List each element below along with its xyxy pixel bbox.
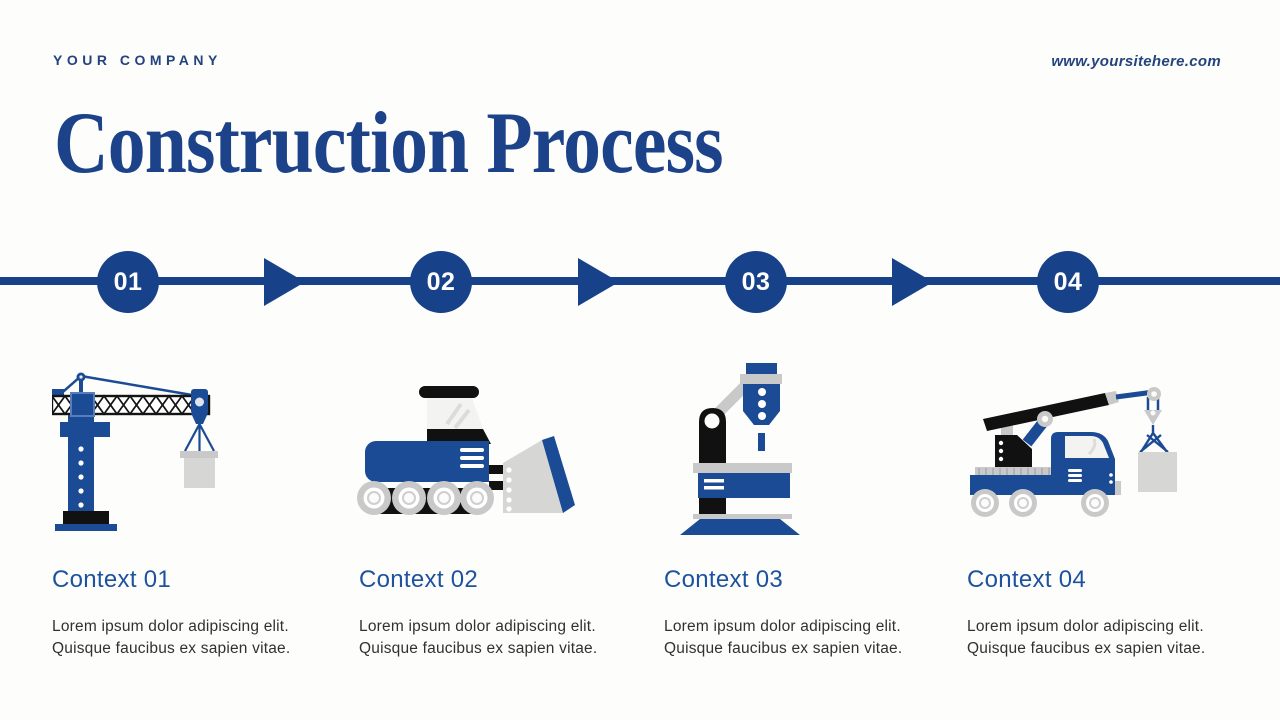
context-body-line: Quisque faucibus ex sapien vitae.: [967, 640, 1206, 657]
context-block-4: Context 04 Lorem ipsum dolor adipiscing …: [967, 566, 1267, 660]
crane-truck-icon: [970, 387, 1177, 517]
context-heading: Context 03: [664, 566, 784, 593]
arrow-right-icon: [578, 258, 619, 306]
pile-driver-icon: [680, 363, 800, 535]
tower-crane-icon: [52, 372, 218, 531]
timeline-step-1-circle: 01: [97, 251, 159, 313]
website-url: www.yoursitehere.com: [1051, 53, 1221, 70]
company-name: YOUR COMPANY: [53, 52, 222, 68]
context-heading: Context 01: [52, 566, 172, 593]
context-body: Lorem ipsum dolor adipiscing elit. Quisq…: [664, 616, 964, 660]
timeline-step-3-circle: 03: [725, 251, 787, 313]
context-body: Lorem ipsum dolor adipiscing elit. Quisq…: [52, 616, 352, 660]
context-body-line: Lorem ipsum dolor adipiscing elit.: [52, 618, 289, 635]
slide-title: Construction Process: [54, 95, 724, 192]
arrow-right-icon: [892, 258, 933, 306]
context-body-line: Lorem ipsum dolor adipiscing elit.: [359, 618, 596, 635]
context-block-2: Context 02 Lorem ipsum dolor adipiscing …: [359, 566, 659, 660]
context-block-1: Context 01 Lorem ipsum dolor adipiscing …: [52, 566, 352, 660]
timeline-step-4-circle: 04: [1037, 251, 1099, 313]
step-number: 04: [1053, 267, 1083, 296]
bulldozer-wheels: [357, 481, 494, 515]
bulldozer-icon: [357, 386, 575, 515]
step-number: 03: [741, 267, 771, 296]
step-number: 02: [426, 267, 456, 296]
timeline-line: [0, 277, 1280, 285]
context-body-line: Lorem ipsum dolor adipiscing elit.: [664, 618, 901, 635]
context-body-line: Quisque faucibus ex sapien vitae.: [359, 640, 598, 657]
timeline-step-2-circle: 02: [410, 251, 472, 313]
context-body-line: Quisque faucibus ex sapien vitae.: [52, 640, 291, 657]
context-body-line: Quisque faucibus ex sapien vitae.: [664, 640, 903, 657]
step-number: 01: [113, 267, 143, 296]
context-body: Lorem ipsum dolor adipiscing elit. Quisq…: [967, 616, 1267, 660]
context-heading: Context 04: [967, 566, 1087, 593]
context-body: Lorem ipsum dolor adipiscing elit. Quisq…: [359, 616, 659, 660]
arrow-right-icon: [264, 258, 305, 306]
context-block-3: Context 03 Lorem ipsum dolor adipiscing …: [664, 566, 964, 660]
context-body-line: Lorem ipsum dolor adipiscing elit.: [967, 618, 1204, 635]
context-heading: Context 02: [359, 566, 479, 593]
truck-wheels: [971, 489, 1109, 517]
